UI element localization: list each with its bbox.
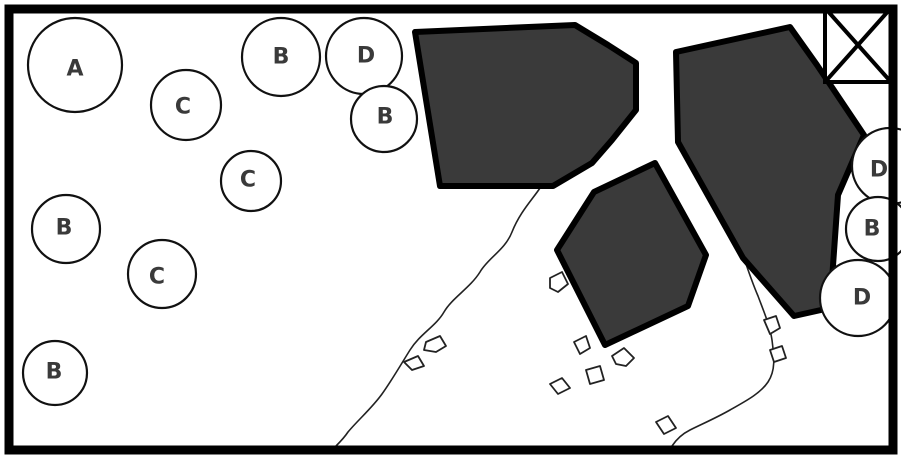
circle-c3-label: C	[149, 265, 165, 290]
circle-c2-label: C	[240, 168, 256, 193]
map-frame	[4, 4, 898, 455]
block-right	[673, 24, 867, 319]
trail-right	[671, 257, 775, 447]
crossed-box-icon	[823, 6, 893, 84]
circle-b3: B	[30, 193, 102, 265]
circle-d2-label: D	[870, 158, 888, 183]
arrow-marker-icon	[611, 347, 635, 367]
circle-b5: B	[844, 195, 901, 263]
arrow-marker-icon	[585, 365, 605, 385]
arrow-marker-icon	[423, 335, 447, 353]
arrow-marker-icon	[573, 335, 591, 355]
circle-c2: C	[219, 149, 283, 213]
arrow-marker-icon	[403, 355, 425, 371]
circle-a1-label: A	[66, 57, 83, 82]
circle-a1: A	[26, 16, 124, 114]
circle-b5-label: B	[864, 217, 881, 242]
arrow-marker-icon	[763, 315, 781, 335]
circle-b2: B	[349, 84, 419, 154]
block-top-center	[412, 22, 639, 189]
trail-left	[335, 187, 541, 447]
circle-d3-label: D	[853, 286, 871, 311]
arrow-marker-icon	[549, 377, 571, 395]
block-lower	[554, 160, 709, 348]
arrow-marker-icon	[655, 415, 677, 435]
arrow-marker-icon	[769, 345, 787, 363]
circle-d1-label: D	[357, 44, 375, 69]
circle-b3-label: B	[56, 216, 73, 241]
circle-d3: D	[818, 258, 898, 338]
circle-b4-label: B	[46, 360, 63, 385]
circle-c3: C	[126, 238, 198, 310]
circle-b2-label: B	[377, 105, 394, 130]
circle-b1-label: B	[273, 45, 290, 70]
arrow-marker-icon	[549, 271, 569, 293]
circle-d1: D	[324, 16, 404, 96]
circle-c1: C	[149, 68, 223, 142]
circle-b1: B	[240, 16, 322, 98]
circle-c1-label: C	[175, 95, 191, 120]
circle-b4: B	[21, 339, 89, 407]
